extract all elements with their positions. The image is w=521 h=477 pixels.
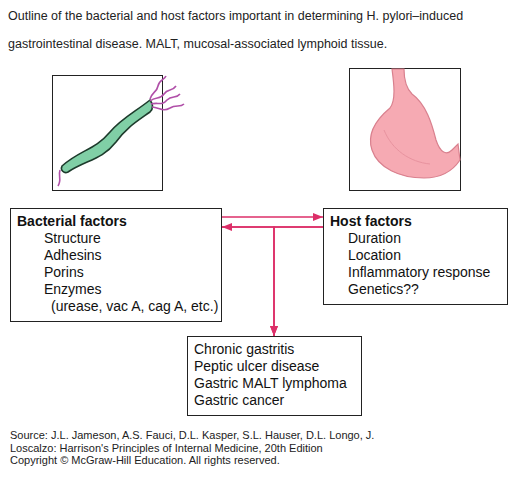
box-heading: Bacterial factors — [15, 213, 217, 230]
box-heading: Host factors — [328, 213, 503, 230]
factor-box: Host factorsDurationLocationInflammatory… — [323, 208, 508, 305]
interaction-arrow — [274, 227, 323, 336]
box-item: Location — [328, 247, 503, 264]
box-item: Gastric MALT lymphoma — [192, 375, 357, 392]
bacterium-flagellum — [152, 104, 184, 110]
interaction-arrow — [222, 216, 323, 218]
bacterium-frame — [53, 76, 163, 191]
source-notes: Source: J.L. Jameson, A.S. Fauci, D.L. K… — [10, 429, 410, 467]
box-item: Structure — [15, 230, 217, 247]
box-item: Porins — [15, 264, 217, 281]
bacterium-flagellum — [150, 76, 166, 99]
stomach-frame — [350, 69, 461, 191]
stomach-illustration — [370, 69, 460, 178]
box-item: (urease, vac A, cag A, etc.) — [15, 298, 217, 315]
bacterium-body — [61, 100, 152, 173]
factor-box: Bacterial factorsStructureAdhesinsPorins… — [10, 208, 222, 322]
box-item: Enzymes — [15, 281, 217, 298]
box-item: Peptic ulcer disease — [192, 358, 357, 375]
box-item: Adhesins — [15, 247, 217, 264]
interaction-arrow — [222, 227, 274, 336]
box-item: Inflammatory response — [328, 264, 503, 281]
source-note: Source: J.L. Jameson, A.S. Fauci, D.L. K… — [10, 429, 410, 454]
box-item: Genetics?? — [328, 281, 503, 298]
outcome-box: Chronic gastritisPeptic ulcer diseaseGas… — [187, 336, 362, 416]
source-note: Copyright © McGraw-Hill Education. All r… — [10, 454, 410, 467]
bacterium-flagellum — [151, 94, 180, 104]
figure-caption: Outline of the bacterial and host factor… — [8, 2, 520, 58]
box-item: Chronic gastritis — [192, 341, 357, 358]
stomach-shading — [384, 130, 430, 164]
bacterium-tail-flagellum — [58, 170, 60, 186]
box-item: Gastric cancer — [192, 392, 357, 409]
box-item: Duration — [328, 230, 503, 247]
interaction-arrow — [222, 226, 323, 228]
